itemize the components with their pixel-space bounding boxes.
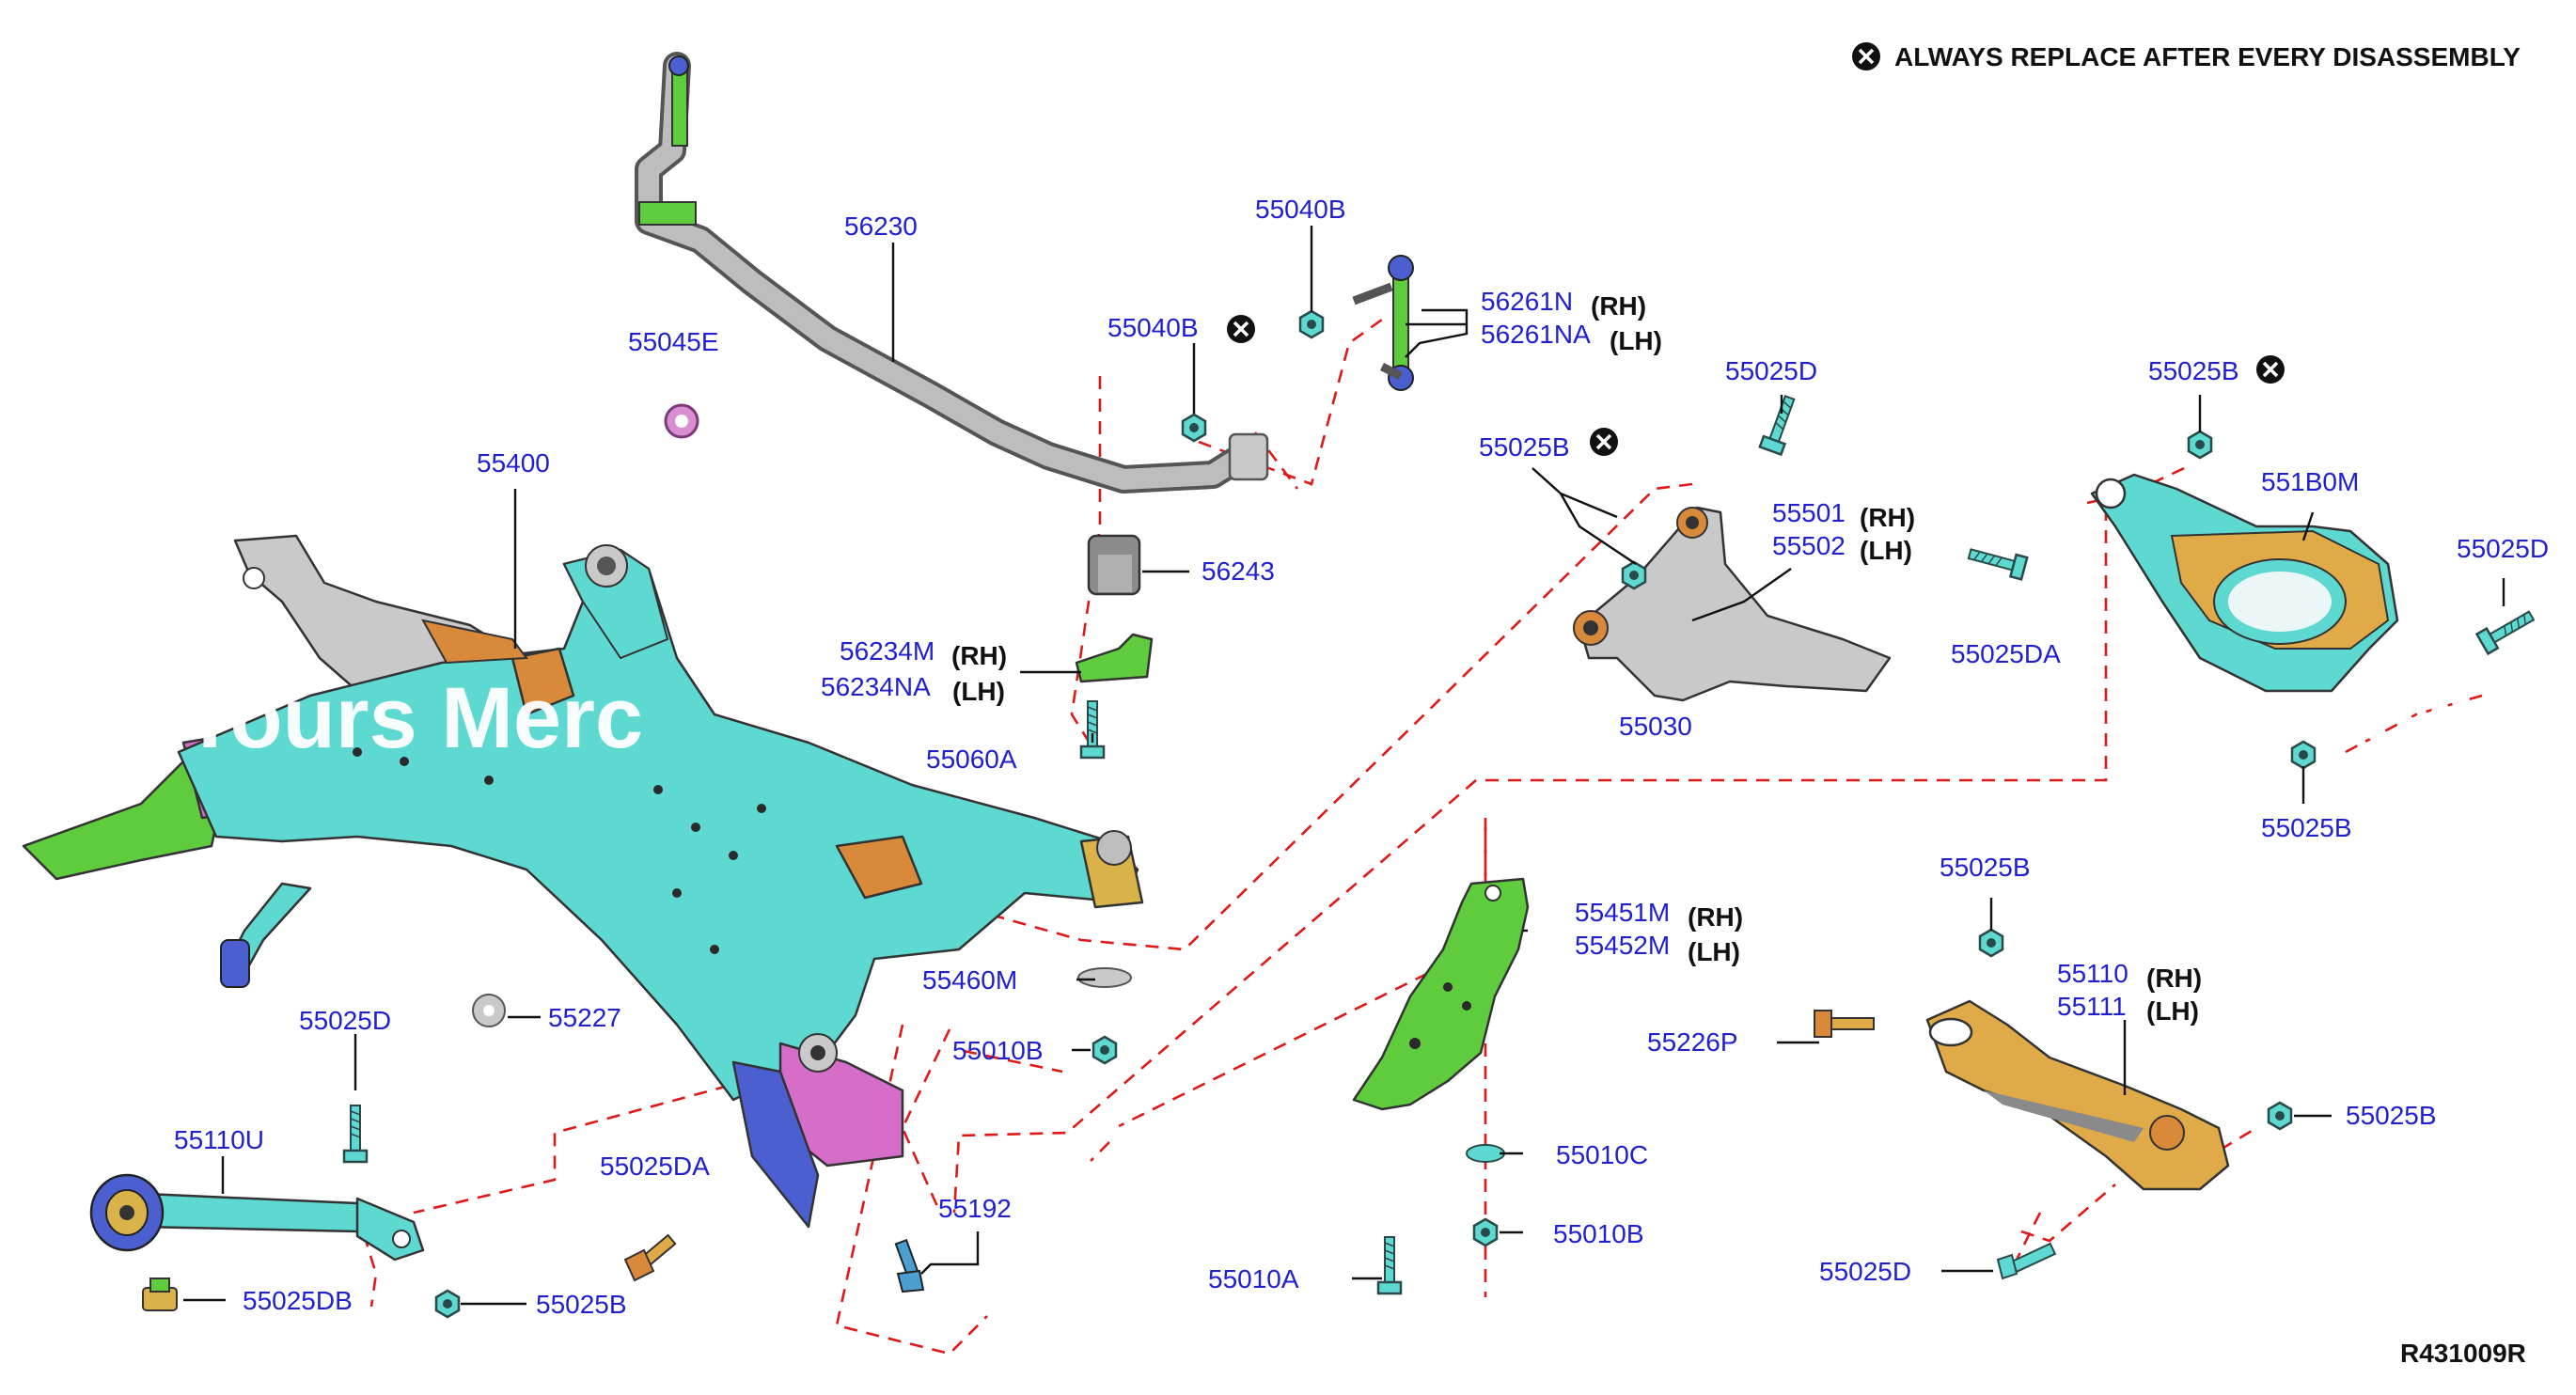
nut-55025B-a: [1621, 560, 1647, 590]
label-55460M: 55460M: [922, 965, 1017, 995]
washer-55227: [472, 994, 506, 1027]
label-55025B-b: 55025B: [2148, 356, 2239, 385]
clamp-56234M: [1075, 633, 1154, 683]
bolt-55060A: [1079, 699, 1106, 760]
label-56261N-side: (RH): [1591, 291, 1646, 321]
bolt-55010A: [1376, 1235, 1403, 1295]
x-circle-icon: [1588, 426, 1620, 458]
label-55025DA-b: 55025DA: [600, 1152, 710, 1181]
label-55010B-b: 55010B: [1553, 1219, 1644, 1248]
bolt-55025DA-a: [1965, 541, 2029, 581]
suspension-member: [22, 534, 1144, 1229]
label-55111: 55111: [2057, 992, 2127, 1021]
label-55227: 55227: [548, 1003, 621, 1032]
label-56261NA: 56261NA: [1481, 320, 1591, 349]
label-55451M-side: (RH): [1688, 902, 1743, 932]
label-56261N: 56261N: [1481, 287, 1573, 316]
nut-55025B-b: [2187, 430, 2213, 460]
label-55025B-c: 55025B: [2261, 813, 2352, 842]
label-56234NA: 56234NA: [821, 672, 931, 701]
nut-55025B-d: [1978, 928, 2004, 958]
washer-55010C: [1466, 1144, 1505, 1163]
label-56234M: 56234M: [840, 636, 935, 666]
diagram-id: R431009R: [2400, 1339, 2526, 1368]
bolt-55226P: [1814, 1010, 1875, 1038]
label-55010C: 55010C: [1556, 1140, 1648, 1169]
bushing-56243: [1087, 534, 1141, 596]
label-55501: 55501: [1772, 498, 1846, 527]
part-labels: 56230 55040B 55040B 56261N (RH) 56261NA …: [174, 195, 2549, 1319]
watermark-left: Tours Merc: [183, 670, 643, 766]
label-55025B-a: 55025B: [1479, 432, 1570, 462]
label-55226P: 55226P: [1647, 1027, 1738, 1057]
x-circle-icon: [2254, 353, 2286, 385]
nut-55040B-b: [1181, 413, 1207, 443]
bolt-55025D-d: [1996, 1242, 2057, 1280]
leader-lines: [183, 226, 2505, 1306]
label-55025D-c: 55025D: [299, 1006, 391, 1035]
label-55452M: 55452M: [1575, 931, 1670, 960]
x-circle-icon: [1850, 40, 1882, 72]
label-55451M: 55451M: [1575, 898, 1670, 927]
label-55452M-side: (LH): [1688, 937, 1740, 966]
note-text: ALWAYS REPLACE AFTER EVERY DISASSEMBLY: [1894, 42, 2521, 71]
bolt-55025D-a: [1758, 392, 1802, 456]
label-55040B-b: 55040B: [1107, 313, 1199, 342]
stabilizer-bar: [635, 52, 1269, 494]
label-55025B-f: 55025B: [536, 1290, 627, 1319]
label-55025D-b: 55025D: [2457, 534, 2549, 563]
washer-55045E: [664, 403, 699, 439]
label-55025B-e: 55025B: [2346, 1101, 2437, 1130]
nut-55025DB: [142, 1277, 178, 1311]
label-55111-side: (LH): [2146, 996, 2199, 1026]
label-55110: 55110: [2057, 959, 2128, 988]
label-55030: 55030: [1619, 712, 1692, 741]
bolt-55025D-b: [2475, 604, 2538, 655]
stabilizer-link: [1352, 255, 1414, 391]
lower-link-55110: [1925, 999, 2230, 1191]
bolt-55025DA-b: [623, 1233, 677, 1282]
label-55040B-a: 55040B: [1255, 195, 1346, 224]
label-55010B-a: 55010B: [952, 1036, 1044, 1065]
bracket-55451M: [1352, 877, 1530, 1111]
watermark-right: SA: [2360, 666, 2480, 761]
label-56234NA-side: (LH): [952, 677, 1005, 706]
label-551B0M: 551B0M: [2261, 467, 2359, 496]
nut-55025B-f: [434, 1289, 461, 1319]
nut-55040B-a: [1298, 309, 1325, 339]
label-56230: 56230: [844, 212, 918, 241]
bolt-55025D-c: [342, 1104, 369, 1164]
lateral-arm-55110U: [89, 1173, 425, 1262]
label-55025D-d: 55025D: [1819, 1257, 1911, 1286]
label-55110U: 55110U: [174, 1125, 264, 1154]
label-55501-side: (RH): [1860, 503, 1915, 532]
label-56234M-side: (RH): [951, 641, 1007, 670]
nut-55010B-a: [1092, 1035, 1118, 1065]
label-56261NA-side: (LH): [1610, 326, 1662, 355]
label-55400: 55400: [477, 448, 550, 478]
label-55060A: 55060A: [926, 745, 1017, 774]
label-56243: 56243: [1202, 556, 1275, 586]
label-55502-side: (LH): [1860, 536, 1912, 565]
bolt-55192: [894, 1238, 925, 1293]
nut-55025B-e: [2267, 1101, 2293, 1131]
washer-55460M: [1077, 967, 1132, 988]
label-55025D-a: 55025D: [1725, 356, 1817, 385]
label-55010A: 55010A: [1208, 1264, 1299, 1293]
label-55502: 55502: [1772, 531, 1846, 560]
label-55025B-d: 55025B: [1940, 853, 2031, 882]
label-55025DA-a: 55025DA: [1951, 639, 2061, 668]
x-circle-icon: [1225, 313, 1257, 345]
label-55192: 55192: [938, 1194, 1012, 1223]
nut-55010B-b: [1472, 1217, 1499, 1247]
label-55045E: 55045E: [628, 327, 719, 356]
arm-551B0M: [2090, 473, 2399, 693]
label-55110-side: (RH): [2146, 964, 2202, 993]
label-55025DB: 55025DB: [243, 1286, 353, 1315]
nut-55025B-c: [2290, 740, 2317, 770]
